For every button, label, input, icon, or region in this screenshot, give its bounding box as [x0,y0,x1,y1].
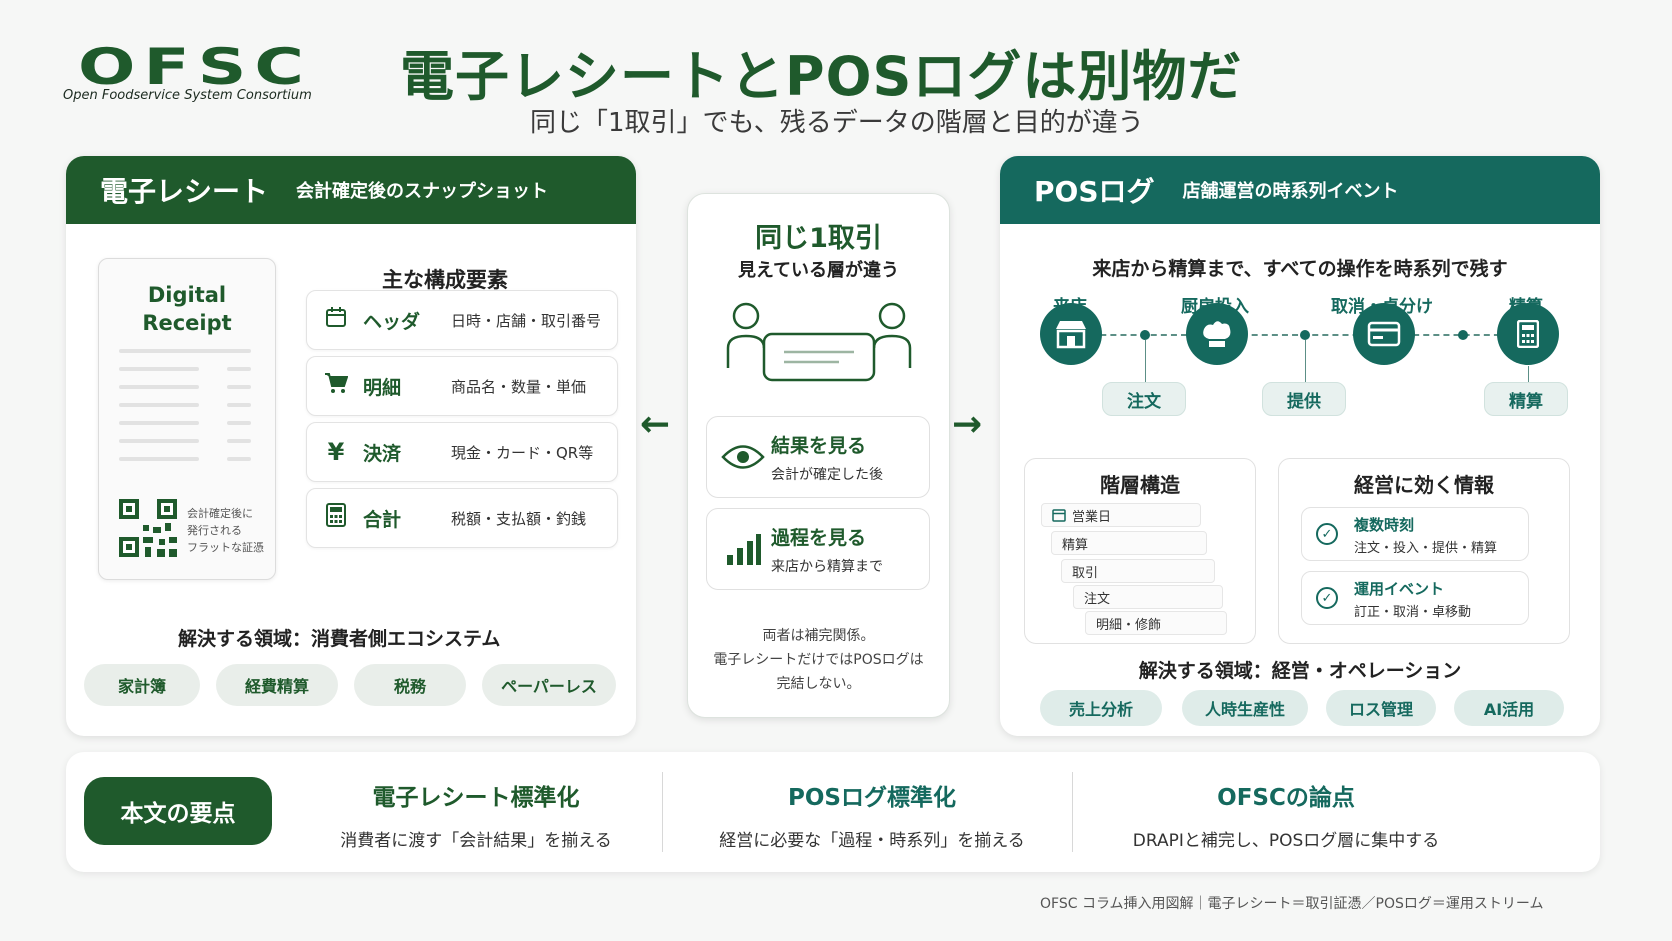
qr-code-icon [119,499,177,557]
hierarchy-title: 階層構造 [1100,473,1180,497]
pos-log-title: POSログ [1034,175,1155,208]
center-subtitle: 見えている層が違う [737,260,900,281]
complementary-note: 両者は補完関係。 電子レシートだけではPOSログは 完結しない。 [713,628,924,692]
eye-icon [715,444,771,470]
info-multiple-times: ✓ 複数時刻 注文・投入・提供・精算 [1301,507,1529,561]
bar-chart-icon [715,533,771,565]
timeline-title: 来店から精算まで、すべての操作を時系列で残す [1092,258,1508,280]
business-solve-title: 解決する領域：経営・オペレーション [1138,660,1462,682]
view-result-desc: 会計が確定した後 [771,466,883,483]
timeline-sub-order: 注文 [1102,382,1186,416]
receipt-title: Digital Receipt [142,283,232,335]
hierarchy-order: 注文 [1073,585,1223,609]
left-arrow-icon: ← [640,404,671,445]
management-info-card: 経営に効く情報 ✓ 複数時刻 注文・投入・提供・精算 ✓ 運用イベント 訂正・取… [1278,458,1570,644]
timeline-sub-serve: 提供 [1262,382,1346,416]
center-title: 同じ1取引 [755,223,882,254]
view-process-title: 過程を見る [771,526,867,549]
consumer-solve-title: 解決する領域：消費者側エコシステム [178,628,501,650]
tag-tax: 税務 [354,664,466,706]
component-label: 明細 [363,376,402,399]
hierarchy-settlement: 精算 [1051,531,1207,555]
tag-expense: 経費精算 [216,664,338,706]
timeline-sub-settle: 精算 [1484,382,1568,416]
key-point-pos-log: POSログ標準化 経営に必要な「過程・時系列」を揃える [719,785,1025,851]
two-people-table-icon [726,302,912,382]
component-label: 合計 [363,508,402,531]
component-label: 決済 [363,442,402,465]
component-desc: 税額・支払額・釣銭 [451,509,587,528]
hierarchy-line-item: 明細・修飾 [1085,611,1227,635]
e-receipt-subtitle: 会計確定後のスナップショット [296,181,549,202]
e-receipt-title: 電子レシート [100,175,269,208]
store-icon [1040,303,1102,365]
ofsc-logo: OFSC [78,38,313,96]
hierarchy-card: 階層構造 営業日 精算 取引 注文 明細・修飾 [1024,458,1256,644]
key-points-bar: 本文の要点 電子レシート標準化 消費者に渡す「会計結果」を揃える POSログ標準… [66,752,1600,872]
tag-ai-utilization: AI活用 [1454,690,1564,726]
tag-labor-productivity: 人時生産性 [1182,690,1308,726]
view-result-card: 結果を見る 会計が確定した後 [706,416,930,498]
same-transaction-panel: 同じ1取引 見えている層が違う 結果を見る 会計が確定した後 過程を見る 来店か… [687,193,950,718]
pos-log-header: POSログ 店舗運営の時系列イベント [1000,156,1600,224]
calendar-icon [1052,509,1066,522]
view-result-title: 結果を見る [771,434,867,457]
chef-hat-icon [1186,303,1248,365]
receipt-note: 会計確定後に 発行される フラットな証憑 [187,507,264,554]
component-header: ヘッダ 日時・店舗・取引番号 [306,290,618,350]
right-arrow-icon: → [952,404,983,445]
card-icon [1353,303,1415,365]
key-point-ofsc: OFSCの論点 DRAPIと補完し、POSログ層に集中する [1132,785,1440,851]
key-point-e-receipt: 電子レシート標準化 消費者に渡す「会計結果」を揃える [340,785,612,851]
hierarchy-business-day: 営業日 [1041,503,1201,527]
component-desc: 現金・カード・QR等 [451,443,594,462]
check-circle-icon: ✓ [1316,523,1338,545]
logo-subtitle: Open Foodservice System Consortium [63,88,312,103]
view-process-desc: 来店から精算まで [771,558,883,575]
check-circle-icon: ✓ [1316,587,1338,609]
page-title: 電子レシートとPOSログは別物だ [400,45,1243,108]
calendar-icon [321,306,351,334]
e-receipt-header: 電子レシート 会計確定後のスナップショット [66,156,636,224]
yen-icon: ¥ [327,438,345,466]
pos-log-panel: POSログ 店舗運営の時系列イベント 来店から精算まで、すべての操作を時系列で残… [1000,156,1600,736]
e-receipt-panel: 電子レシート 会計確定後のスナップショット Digital Receipt 会計… [66,156,636,736]
tag-household-budget: 家計簿 [84,664,200,706]
cart-icon [321,372,351,400]
component-desc: 商品名・数量・単価 [451,377,587,396]
pos-log-subtitle: 店舗運営の時系列イベント [1182,181,1399,202]
key-points-label: 本文の要点 [84,777,272,845]
components-title: 主な構成要素 [382,268,508,292]
component-payment: ¥ 決済 現金・カード・QR等 [306,422,618,482]
hierarchy-transaction: 取引 [1061,559,1215,583]
management-info-title: 経営に効く情報 [1354,473,1494,497]
component-detail: 明細 商品名・数量・単価 [306,356,618,416]
footer-caption: OFSC コラム挿入用図解｜電子レシート＝取引証憑／POSログ＝運用ストリーム [1040,896,1544,912]
calculator-icon [1497,303,1559,365]
tag-paperless: ペーパーレス [482,664,616,706]
calculator-icon [321,503,351,533]
info-operation-events: ✓ 運用イベント 訂正・取消・卓移動 [1301,571,1529,625]
page-subtitle: 同じ「1取引」でも、残るデータの階層と目的が違う [530,108,1144,138]
tag-sales-analysis: 売上分析 [1040,690,1162,726]
tag-loss-management: ロス管理 [1326,690,1436,726]
digital-receipt-illustration: Digital Receipt 会計確定後に 発行される フラットな証憑 [98,258,276,580]
view-process-card: 過程を見る 来店から精算まで [706,508,930,590]
component-desc: 日時・店舗・取引番号 [451,311,602,330]
component-label: ヘッダ [363,310,421,333]
component-total: 合計 税額・支払額・釣銭 [306,488,618,548]
